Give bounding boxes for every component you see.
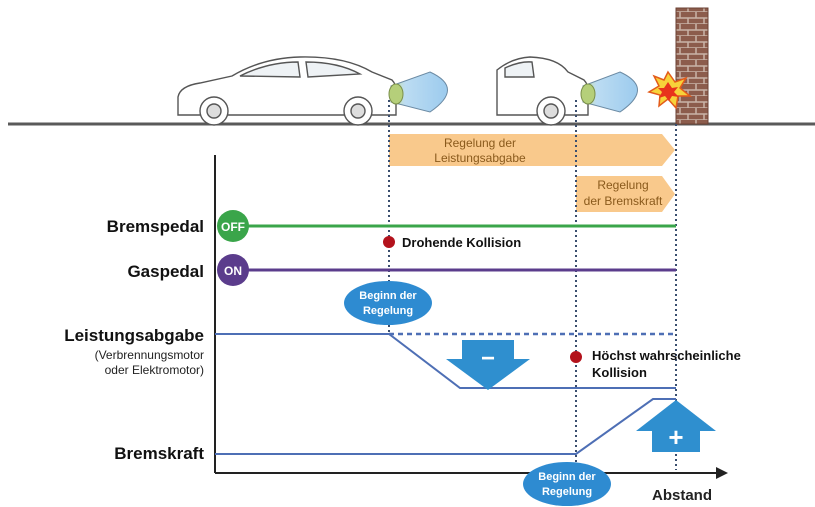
svg-text:Beginn der: Beginn der xyxy=(359,290,417,302)
power-control-label: Leistungsabgabe xyxy=(434,151,526,165)
power-output-curve xyxy=(215,333,676,389)
decrease-arrow-icon: − xyxy=(446,340,530,390)
power-control-label: Regelung der xyxy=(444,136,516,150)
car-icon xyxy=(177,56,398,126)
likely-collision-dot xyxy=(570,351,582,363)
svg-text:Beginn der: Beginn der xyxy=(538,471,596,483)
svg-text:Regelung: Regelung xyxy=(542,486,592,498)
impending-collision-dot xyxy=(383,236,395,248)
svg-text:+: + xyxy=(668,422,683,452)
power-control-phase: Regelung der Leistungsabgabe xyxy=(389,134,675,166)
off-badge xyxy=(217,210,249,242)
gas-pedal-label: Gaspedal xyxy=(127,262,204,281)
on-badge xyxy=(217,254,249,286)
x-axis-label: Abstand xyxy=(652,487,712,504)
power-output-sublabel: (Verbrennungsmotor xyxy=(95,348,204,362)
svg-text:−: − xyxy=(481,345,495,372)
increase-arrow-icon: + xyxy=(636,400,716,452)
brake-control-label: der Bremskraft xyxy=(584,194,663,208)
x-axis-arrowhead xyxy=(716,467,728,479)
brake-control-phase: Regelung der Bremskraft xyxy=(576,176,675,212)
likely-collision-label: Höchst wahrscheinliche xyxy=(592,348,741,363)
svg-text:Regelung: Regelung xyxy=(363,305,413,317)
brick-wall-icon xyxy=(675,7,709,125)
brake-force-label: Bremskraft xyxy=(114,444,204,463)
brake-force-curve xyxy=(215,398,676,455)
brake-start-bubble: Beginn der Regelung xyxy=(523,462,611,506)
sensor-beam-icon xyxy=(388,71,448,113)
control-start-bubble: Beginn der Regelung xyxy=(344,281,432,325)
power-output-sublabel: oder Elektromotor) xyxy=(105,363,204,377)
sensor-beam-icon xyxy=(580,71,638,113)
impact-burst-icon xyxy=(647,70,693,110)
brake-control-label: Regelung xyxy=(597,178,648,192)
likely-collision-label: Kollision xyxy=(592,365,647,380)
off-badge-label: OFF xyxy=(221,220,245,234)
power-output-label: Leistungsabgabe xyxy=(64,326,204,345)
car-front-icon xyxy=(496,56,590,126)
brake-pedal-label: Bremspedal xyxy=(107,217,204,236)
impending-collision-label: Drohende Kollision xyxy=(402,235,521,250)
on-badge-label: ON xyxy=(224,264,242,278)
